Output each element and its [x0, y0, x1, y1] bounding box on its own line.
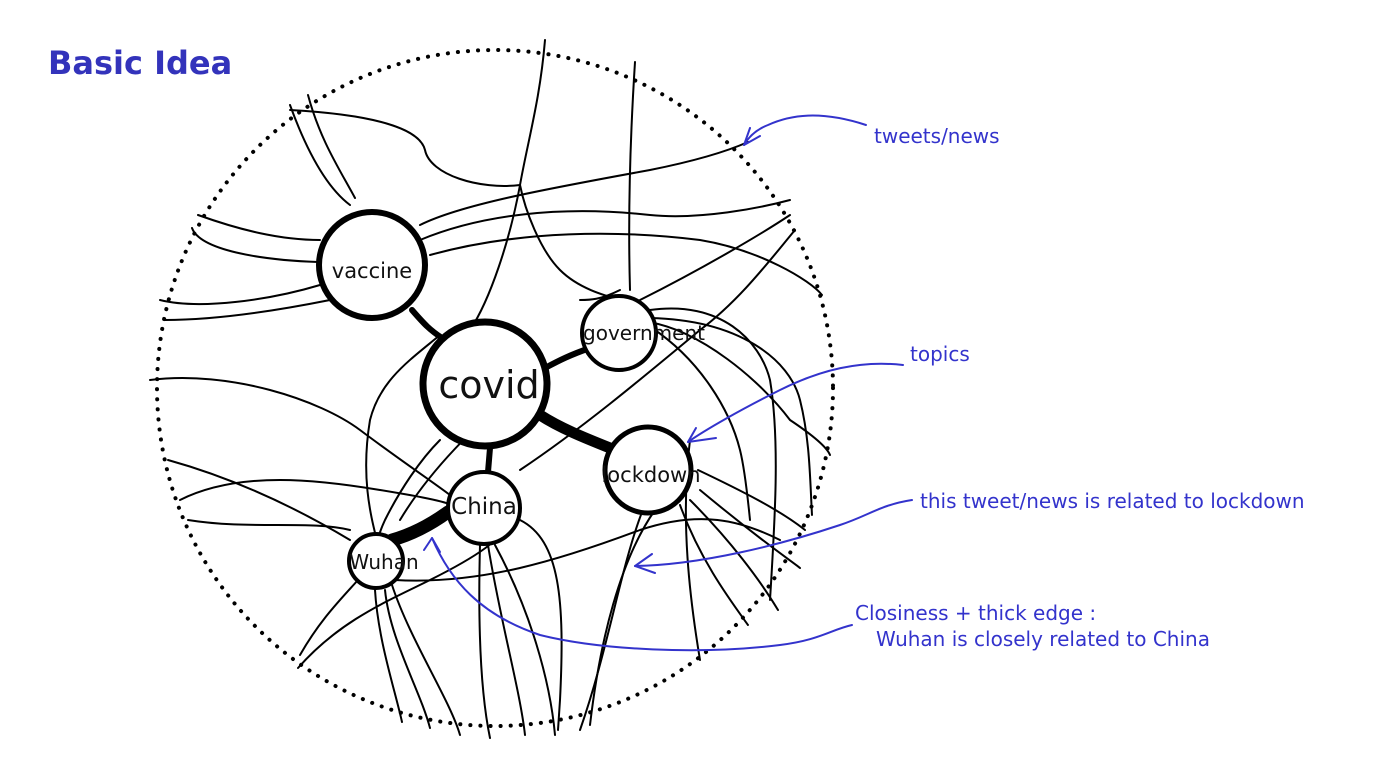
arrow-topics [687, 362, 904, 443]
node-covid: covid [419, 318, 551, 450]
tweet-strand [647, 321, 831, 456]
tweet-strand [639, 214, 791, 301]
annotation-related: this tweet/news is related to lockdown [920, 489, 1305, 513]
tweet-strand [697, 469, 806, 531]
arrowhead-topics [687, 427, 717, 443]
tweet-strand [394, 518, 781, 582]
node-government: government [580, 294, 705, 372]
annotation-arrows [423, 114, 913, 652]
tweet-strand [519, 519, 563, 731]
annotation-tweets: tweets/news [874, 124, 1000, 148]
tweet-strand [159, 284, 321, 305]
tweet-strand [149, 377, 451, 496]
tweet-strand [478, 544, 491, 739]
tweet-strands [149, 39, 831, 739]
annotation-closeness-line2: Wuhan is closely related to China [876, 627, 1210, 651]
node-label-government: government [583, 321, 705, 345]
tweet-strand [579, 289, 621, 301]
tweet-strand [167, 459, 351, 541]
tweet-strand [289, 104, 351, 206]
node-label-wuhan: Wuhan [349, 550, 418, 574]
node-label-lockdown: lockdown [601, 463, 700, 487]
edge-vaccine-covid [409, 307, 445, 341]
tweet-strand [419, 199, 791, 241]
arrowhead-related [634, 553, 656, 574]
tweet-strand [699, 489, 801, 569]
tweet-strand [391, 584, 461, 736]
tweet-strand [679, 504, 749, 626]
annotation-topics: topics [910, 342, 970, 366]
tweets-boundary-circle [155, 48, 835, 728]
tweet-strand [197, 214, 321, 241]
arrow-related [634, 499, 913, 567]
edge-covid-china [485, 445, 493, 475]
node-china: China [446, 470, 522, 546]
node-label-vaccine: vaccine [332, 259, 412, 283]
tweet-strand [689, 499, 779, 611]
edge-covid-government [542, 345, 593, 371]
tweet-strand [307, 94, 356, 199]
tweet-strand [289, 109, 521, 187]
tweet-strand [649, 307, 777, 601]
node-lockdown: lockdown [601, 424, 701, 516]
edge-china-wuhan [385, 505, 455, 547]
tweet-strand [651, 327, 751, 521]
node-wuhan: Wuhan [347, 532, 419, 590]
tweet-strand [299, 579, 359, 656]
tweet-strand [519, 184, 651, 313]
tweet-strand [494, 544, 556, 736]
arrowhead-tweets [743, 127, 761, 146]
tweet-strand [579, 511, 643, 731]
arrowhead-closeness [423, 537, 441, 553]
tweet-strand [487, 544, 526, 736]
tweet-strand [365, 334, 441, 546]
tweet-strand [589, 509, 656, 726]
arrow-closeness [431, 537, 853, 652]
arrow-tweets [743, 114, 867, 146]
tweet-strand [191, 227, 319, 263]
tweet-strand [187, 519, 351, 531]
tweet-strand [374, 589, 403, 723]
tweet-strand [429, 232, 823, 296]
edge-covid-lockdown [534, 409, 616, 454]
node-label-china: China [451, 494, 517, 520]
tweet-strand [649, 317, 813, 516]
node-label-covid: covid [438, 363, 539, 407]
tweet-strand [628, 61, 636, 291]
tweet-strand [179, 479, 453, 506]
tweet-strand [419, 141, 749, 226]
tweet-strand [384, 589, 431, 729]
annotation-closeness-line1: Closiness + thick edge : [855, 601, 1096, 625]
page-title: Basic Idea [48, 44, 232, 82]
node-vaccine: vaccine [316, 209, 428, 321]
tweet-strand [164, 299, 331, 321]
